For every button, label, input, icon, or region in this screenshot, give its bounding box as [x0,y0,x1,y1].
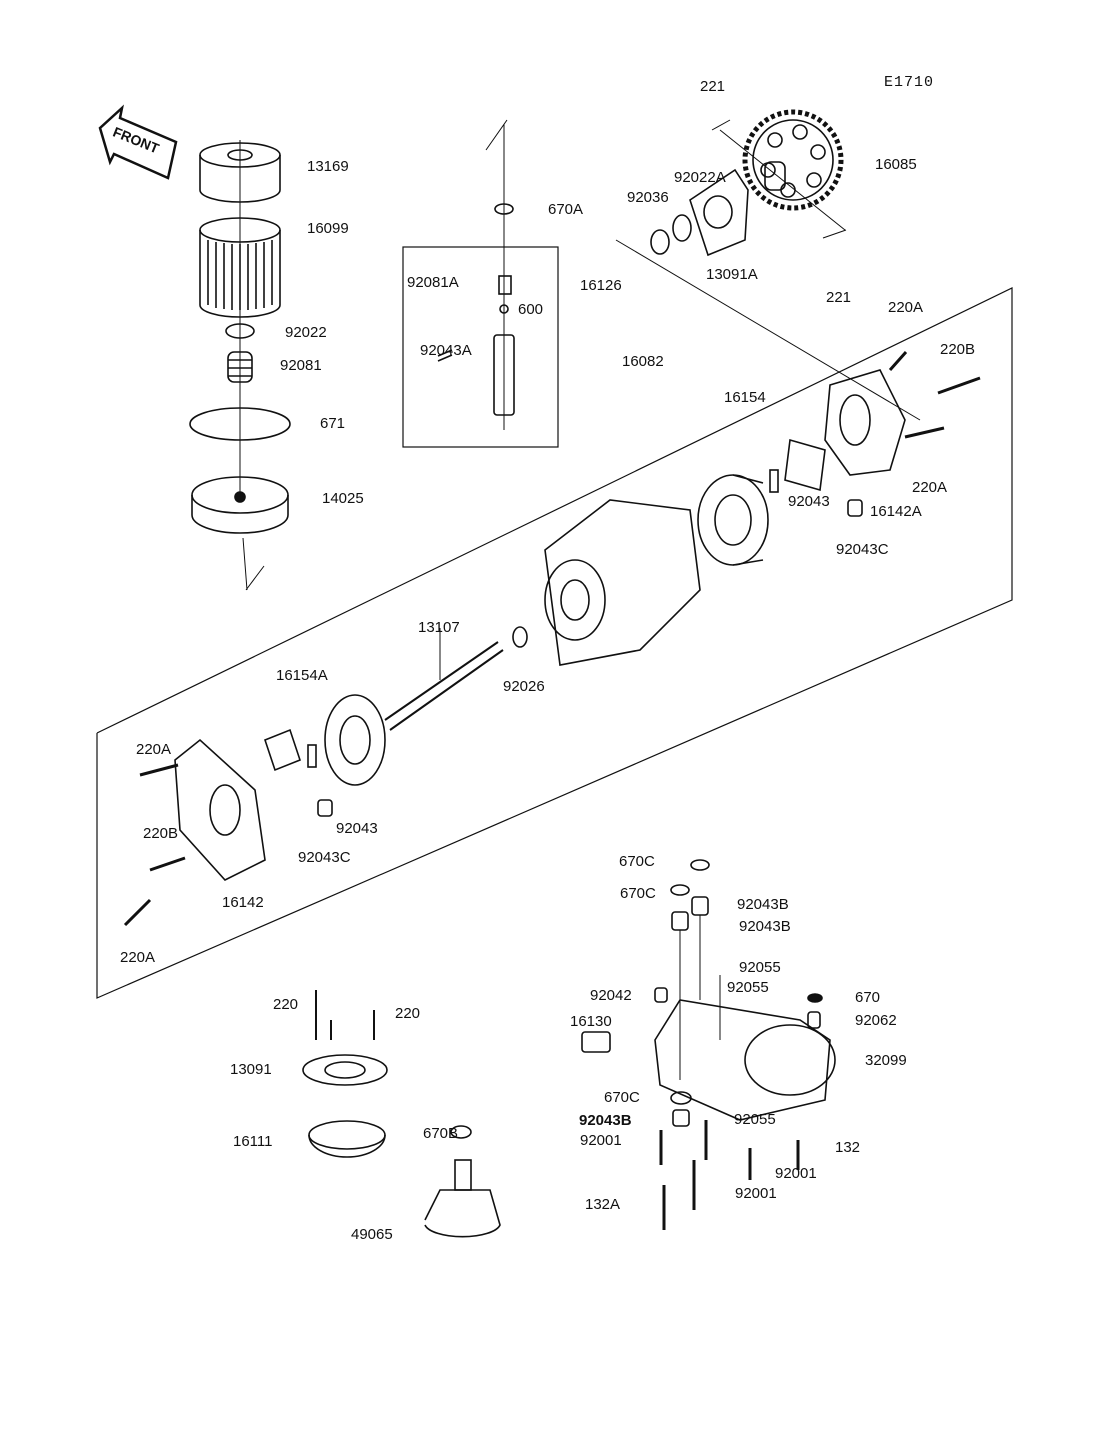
part-label: 670C [620,885,656,902]
part-label: 670 [855,989,881,1006]
part-label: 92001 [775,1165,817,1182]
part-label: 670C [619,853,655,870]
part-label: 92042 [590,987,632,1004]
relief-valve-box [402,246,559,448]
oil-pan-cover-part [654,999,836,1121]
strainer-cover-part [302,1054,388,1086]
part-label: 132A [585,1196,621,1213]
sensor-part [581,1031,611,1053]
part-label: 92043C [836,541,889,558]
part-label: 32099 [865,1052,907,1069]
part-label: 92043 [336,820,378,837]
part-label: 220B [143,825,179,842]
part-label: 221 [826,289,852,306]
gear-bracket-part [689,168,749,257]
part-label: 670A [548,201,584,218]
left-rotor-part [324,694,386,786]
part-label: 92043B [737,896,789,913]
part-label: 220A [888,299,924,316]
part-label: 92043C [298,849,351,866]
part-label: 92022 [285,324,327,341]
part-label: 92055 [739,959,781,976]
part-label: 16142 [222,894,264,911]
part-label: 220B [940,341,976,358]
inner-rotor-part [784,438,826,492]
part-label: 92043B [739,918,791,935]
part-label: 92001 [580,1132,622,1149]
part-label: 13107 [418,619,460,636]
part-label: 600 [518,301,544,318]
part-label: 92081 [280,357,322,374]
part-label: 92062 [855,1012,897,1029]
part-label: 92043A [420,342,472,359]
part-label: 13091A [706,266,758,283]
part-label: 92001 [735,1185,777,1202]
part-label: 671 [320,415,346,432]
pump-body-part [544,499,701,666]
part-label: 220A [912,479,948,496]
part-label: 92043B [579,1112,632,1129]
part-label: 16085 [875,156,917,173]
part-label: 13169 [307,158,349,175]
pump-gear-part [742,109,844,211]
part-label: 92055 [727,979,769,996]
part-label: 16130 [570,1013,612,1030]
part-label: 16142A [870,503,922,520]
part-label: 14025 [322,490,364,507]
outer-rotor-part [697,474,769,566]
part-label: 16154A [276,667,328,684]
part-label: 220A [136,741,172,758]
diagram-code: E1710 [884,74,935,91]
part-label: 16111 [233,1133,273,1150]
part-label: 92026 [503,678,545,695]
part-label: 92081A [407,274,459,291]
part-label: 92022A [674,169,726,186]
front-arrow-icon [98,104,178,180]
part-label: 49065 [351,1226,393,1243]
pump-assembly-outline [96,287,1013,999]
part-label: 16082 [622,353,664,370]
part-label: 220 [395,1005,421,1022]
part-label: 221 [700,78,726,95]
part-label: 92043 [788,493,830,510]
part-label: 220 [273,996,299,1013]
part-label: 132 [835,1139,861,1156]
pump-cover-part [824,369,906,476]
part-label: 220A [120,949,156,966]
part-label: 92055 [734,1111,776,1128]
part-label: 670B [423,1125,459,1142]
oil-screen-part [308,1120,386,1158]
relief-valve-part [493,334,515,416]
oil-pickup-part [424,1159,501,1238]
part-label: 16154 [724,389,766,406]
part-label: 16126 [580,277,622,294]
part-label: 670C [604,1089,640,1106]
left-pump-cover-part [174,738,266,881]
part-label: 92036 [627,189,669,206]
part-label: 13091 [230,1061,272,1078]
part-label: 16099 [307,220,349,237]
